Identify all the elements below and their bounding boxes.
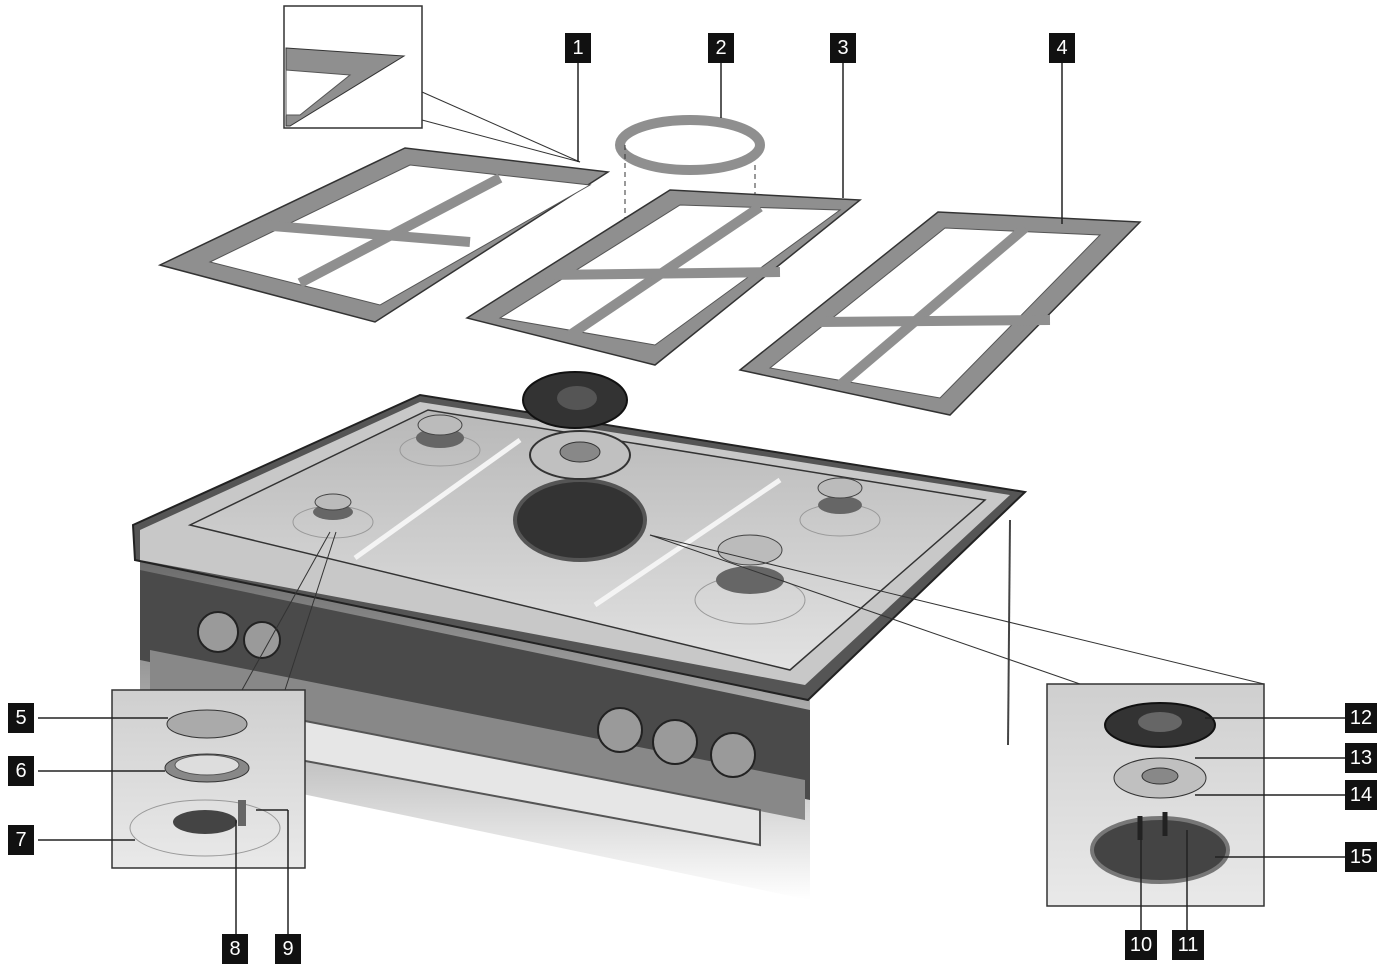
knob-icon [198, 612, 238, 652]
callout-12: 12 [1345, 703, 1377, 733]
knob-icon [598, 708, 642, 752]
callout-1: 1 [565, 33, 591, 63]
callout-7: 7 [8, 825, 34, 855]
callout-11: 11 [1172, 930, 1204, 960]
knob-icon [653, 720, 697, 764]
callout-10: 10 [1125, 930, 1157, 960]
callout-5: 5 [8, 703, 34, 733]
callout-13: 13 [1345, 743, 1377, 773]
callout-6: 6 [8, 756, 34, 786]
detail-inset-pan-support [284, 6, 580, 162]
callout-15: 15 [1345, 842, 1377, 872]
callout-2: 2 [708, 33, 734, 63]
burner-wok-center [515, 372, 645, 560]
knob-icon [711, 733, 755, 777]
callout-3: 3 [830, 33, 856, 63]
callout-9: 9 [275, 934, 301, 964]
knob-icon [244, 622, 280, 658]
callout-4: 4 [1049, 33, 1075, 63]
callout-14: 14 [1345, 780, 1377, 810]
callout-8: 8 [222, 934, 248, 964]
